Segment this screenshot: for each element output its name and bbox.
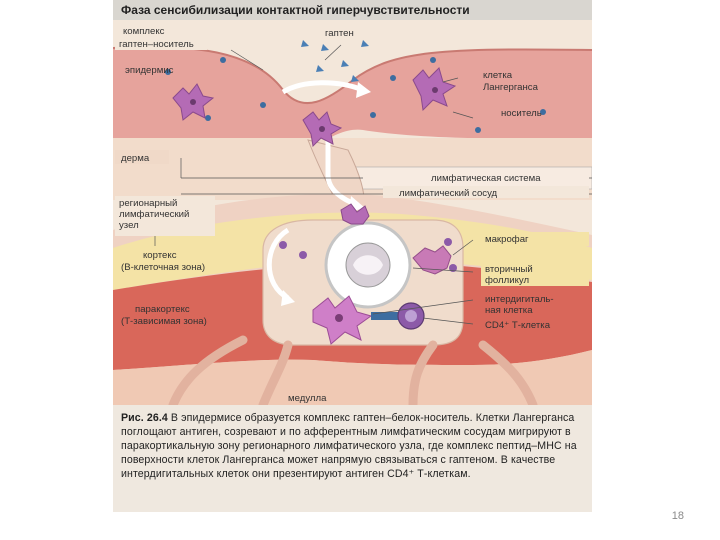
figure-caption: Рис. 26.4 В эпидермисе образуется компле… (113, 405, 592, 512)
label-node-1: регионарный (119, 198, 177, 209)
label-lymph-system: лимфатическая система (431, 173, 541, 184)
langerhans-cell-mature (412, 67, 457, 112)
label-carrier: носитель (501, 108, 542, 119)
medulla-zone (113, 350, 592, 405)
label-langerhans-1: клетка (483, 70, 513, 81)
epidermis-layer (113, 46, 592, 155)
hapten-carrier-complexes (165, 57, 546, 133)
label-cortex-2: (В-клеточная зона) (121, 262, 205, 273)
page-number: 18 (671, 510, 684, 522)
label-follicle-2: фолликул (485, 275, 529, 286)
label-complex-1: комплекс (123, 26, 165, 37)
label-paracortex-1: паракортекс (135, 304, 190, 315)
migration-arrow (281, 80, 364, 95)
label-langerhans-2: Лангерганса (483, 82, 539, 93)
label-dermis: дерма (121, 153, 150, 164)
label-paracortex-2: (Т-зависимая зона) (121, 316, 207, 327)
label-cd4: CD4⁺ Т-клетка (485, 320, 551, 331)
figure-image: Фаза сенсибилизации контактной гиперчувс… (113, 0, 592, 512)
caption-label: Рис. 26.4 (121, 412, 168, 424)
langerhans-cell-migrating (302, 111, 343, 148)
label-idc-2: ная клетка (485, 305, 533, 316)
hapten-particles (301, 40, 369, 82)
label-node-3: узел (119, 220, 139, 231)
caption-text: В эпидермисе образуется комплекс гаптен–… (121, 412, 577, 480)
label-medulla: медулла (288, 393, 327, 404)
node-cells (279, 238, 457, 272)
diagram: комплекс гаптен–носитель гаптен эпидерми… (113, 20, 592, 405)
label-complex-2: гаптен–носитель (119, 39, 194, 50)
label-hapten: гаптен (325, 28, 354, 39)
interdigitating-cell (312, 295, 373, 345)
label-follicle-1: вторичный (485, 264, 533, 275)
label-epidermis: эпидермис (125, 65, 174, 76)
langerhans-cell-vessel (340, 203, 370, 225)
label-macrophage: макрофаг (485, 234, 529, 245)
label-idc-1: интердигиталь- (485, 294, 554, 305)
label-node-2: лимфатический (119, 209, 189, 220)
langerhans-cell-epidermis (172, 83, 215, 121)
label-cortex-1: кортекс (143, 250, 177, 261)
macrophage-cell (412, 245, 452, 275)
figure-title: Фаза сенсибилизации контактной гиперчувс… (113, 0, 592, 20)
label-lymph-vessel: лимфатический сосуд (399, 188, 498, 199)
